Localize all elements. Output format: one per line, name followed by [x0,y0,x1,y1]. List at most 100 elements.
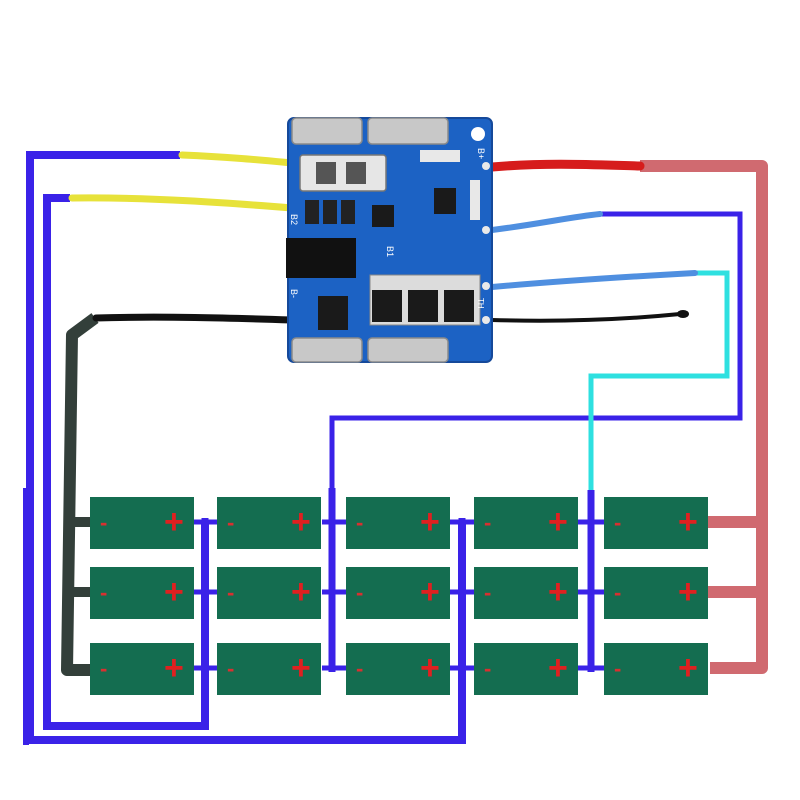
battery-cell-r2-c1: -+ [90,567,194,619]
cell-positive-terminal: + [548,573,568,611]
chip-1 [372,205,394,227]
cell-negative-terminal: - [614,510,621,535]
mosfet-small-3 [341,200,355,224]
lead-blue-1 [489,211,603,233]
cell-negative-terminal: - [356,656,363,681]
battery-cell-r1-c1: -+ [90,497,194,549]
cell-positive-terminal: + [164,649,184,687]
cell-negative-terminal: - [227,510,234,535]
pad-label-b-minus: B- [289,289,299,298]
cell-negative-terminal: - [227,580,234,605]
lead-th-black [490,312,682,323]
cell-body [604,497,708,549]
battery-cell-r3-c4: -+ [474,643,578,695]
cell-negative-terminal: - [484,656,491,681]
mosfet-small-1 [305,200,319,224]
battery-cell-r3-c5: -+ [604,643,708,695]
battery-cells: -+-+-+-+-+-+-+-+-+-+-+-+-+-+-+ [90,497,708,695]
wire-b-plus [640,160,768,674]
thermistor [677,310,689,318]
battery-cell-r1-c2: -+ [217,497,321,549]
wire-mid-loop [329,211,743,490]
lead-b1-yellow [68,194,296,212]
cell-connectors [194,519,604,671]
cell-negative-terminal: - [100,656,107,681]
pad-label-b2: B2 [289,214,299,225]
cell-body [90,567,194,619]
mosfet-small-2 [323,200,337,224]
cell-body [604,567,708,619]
bms-board: B+ B2 B1 B- TH [286,117,493,363]
cell-negative-terminal: - [356,580,363,605]
cell-negative-terminal: - [227,656,234,681]
wire-b-minus [61,313,99,676]
battery-cell-r1-c3: -+ [346,497,450,549]
lead-b2-yellow [178,151,296,167]
cell-body [604,643,708,695]
connector-block [299,154,387,192]
cell-body [474,643,578,695]
chip-3 [420,150,460,162]
terminal-top-right [367,117,449,145]
cell-negative-terminal: - [614,656,621,681]
terminal-top-left [291,117,363,145]
lead-blue-2 [489,270,698,290]
cell-body [346,643,450,695]
cell-body [217,567,321,619]
terminal-bottom-right [367,337,449,363]
cell-negative-terminal: - [100,580,107,605]
mosfet-large-1 [372,290,402,322]
pad-label-b1: B1 [385,246,395,257]
cell-body [474,567,578,619]
battery-cell-r1-c4: -+ [474,497,578,549]
cell-positive-terminal: + [420,573,440,611]
mosfet-large-2 [408,290,438,322]
mount-hole-top [471,127,485,141]
battery-cell-r3-c3: -+ [346,643,450,695]
cell-positive-terminal: + [164,503,184,541]
cell-positive-terminal: + [420,649,440,687]
battery-cell-r2-c3: -+ [346,567,450,619]
cell-positive-terminal: + [548,503,568,541]
mosfet-large-3 [444,290,474,322]
lead-b-plus-red [487,159,645,172]
cell-positive-terminal: + [678,503,698,541]
pad-label-b-plus: B+ [476,148,486,159]
cell-positive-terminal: + [164,573,184,611]
cell-body [90,643,194,695]
cell-positive-terminal: + [291,649,311,687]
battery-cell-r3-c1: -+ [90,643,194,695]
cell-negative-terminal: - [484,580,491,605]
battery-cell-r3-c2: -+ [217,643,321,695]
cell-body [217,497,321,549]
battery-cell-r2-c5: -+ [604,567,708,619]
cell-negative-terminal: - [484,510,491,535]
board-leads [68,151,698,324]
wire-cyan [588,270,730,495]
cell-body [474,497,578,549]
cell-positive-terminal: + [548,649,568,687]
battery-cell-r2-c4: -+ [474,567,578,619]
cell-body [217,643,321,695]
cell-positive-terminal: + [291,573,311,611]
battery-cell-r2-c2: -+ [217,567,321,619]
cell-positive-terminal: + [678,573,698,611]
pad-label-th: TH [476,298,485,309]
cell-positive-terminal: + [420,503,440,541]
cell-body [346,567,450,619]
chip-2 [434,188,456,214]
cell-body [346,497,450,549]
mosfet-lower-left [318,296,348,330]
wiring [23,151,768,745]
cell-negative-terminal: - [100,510,107,535]
cell-negative-terminal: - [614,580,621,605]
battery-cell-r1-c5: -+ [604,497,708,549]
cell-positive-terminal: + [291,503,311,541]
terminal-bottom-left [291,337,363,363]
cell-body [90,497,194,549]
dc-jack [286,238,356,278]
cell-negative-terminal: - [356,510,363,535]
lead-b-minus-black [92,313,296,324]
cell-positive-terminal: + [678,649,698,687]
